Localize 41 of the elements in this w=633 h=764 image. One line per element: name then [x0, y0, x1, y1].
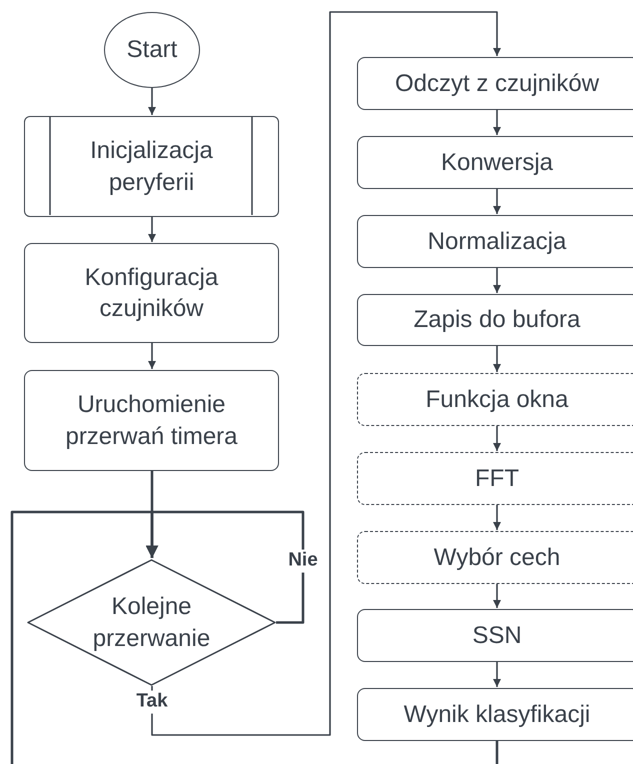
- dashed-process-box: [357, 373, 633, 426]
- process-box: [357, 609, 633, 662]
- decision-diamond: [27, 559, 276, 686]
- node-label: Kolejne przerwanie: [92, 592, 212, 654]
- node-label: Wynik klasyfikacji: [404, 700, 590, 730]
- node-label: Wybór cech: [434, 542, 560, 573]
- arrow: [493, 426, 501, 451]
- node-label: Konfiguracja czujników: [84, 262, 220, 324]
- node-label: Zapis do bufora: [414, 305, 580, 336]
- arrow: [10, 510, 498, 764]
- arrow: [493, 189, 501, 214]
- node-label: Start: [126, 35, 178, 66]
- edge-label: Tak: [134, 690, 170, 714]
- dashed-process-box: [357, 531, 633, 584]
- process-box: [357, 57, 633, 110]
- arrow: [148, 343, 156, 369]
- dashed-process-box: [357, 452, 633, 505]
- node-label: Konwersja: [440, 148, 554, 178]
- arrow: [151, 11, 501, 736]
- process-box: [357, 294, 633, 346]
- node-label: Odczyt z czujników: [394, 68, 600, 99]
- arrow: [148, 88, 156, 115]
- process-box: [357, 136, 633, 189]
- process-box: [357, 215, 633, 268]
- node-label: Uruchomienie przerwań timera: [64, 390, 239, 452]
- arrow: [493, 505, 501, 530]
- process-box: [24, 243, 279, 343]
- node-label: Inicjalizacja peryferii: [89, 136, 214, 198]
- arrow: [493, 584, 501, 608]
- process-box: [24, 370, 279, 471]
- arrow: [493, 110, 501, 135]
- node-label: Funkcja okna: [426, 384, 568, 415]
- subprocess-box: [24, 116, 279, 217]
- node-label: FFT: [475, 464, 519, 494]
- arrow: [493, 662, 501, 687]
- node-label: Normalizacja: [428, 226, 566, 257]
- node-label: SSN: [472, 620, 522, 651]
- process-box: [357, 688, 633, 741]
- arrow: [493, 268, 501, 293]
- arrow: [148, 217, 156, 242]
- arrow: [493, 346, 501, 372]
